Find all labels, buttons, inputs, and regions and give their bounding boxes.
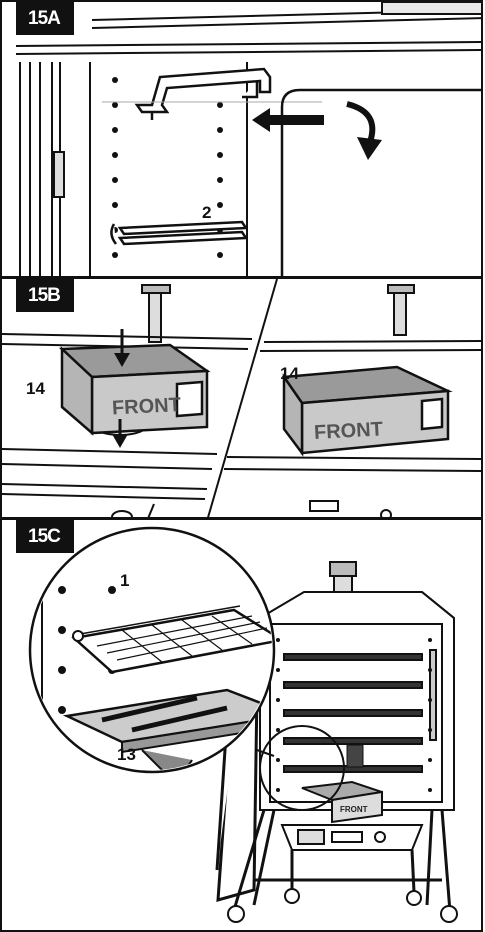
panel-label-15c: 15C <box>16 520 74 553</box>
left-scene <box>2 284 253 517</box>
split-divider <box>207 279 278 517</box>
insert-arrow <box>252 108 324 132</box>
detail-leader <box>256 749 275 757</box>
panel-15b: 15B FRONT <box>0 277 483 519</box>
panel-15c: 15C FRONT <box>0 518 483 932</box>
rotate-arrow-head <box>357 137 382 160</box>
side-wall <box>280 88 481 276</box>
front-box-left <box>58 343 211 436</box>
callout-14-right: 14 <box>280 364 299 383</box>
front-label-smoker: FRONT <box>340 805 368 814</box>
front-box-smoker <box>301 780 383 824</box>
callout-14-left: 14 <box>26 379 45 398</box>
front-label-right: FRONT <box>313 418 383 444</box>
fire-pot <box>346 744 364 768</box>
interior-holes <box>276 638 432 792</box>
front-box-right <box>281 365 453 457</box>
door-frame <box>19 62 91 276</box>
down-arrows <box>112 329 130 448</box>
right-scene <box>223 284 481 517</box>
callout-1: 1 <box>120 571 129 590</box>
rotate-arrow <box>346 101 376 143</box>
legs <box>232 809 452 913</box>
callout-2: 2 <box>202 203 211 222</box>
panel-label-15b: 15B <box>16 279 74 312</box>
panel-15a: 15A <box>0 0 483 278</box>
interior-shelves <box>283 653 423 773</box>
panel-15a-illustration: 2 <box>15 2 481 276</box>
smoker-body <box>259 561 455 811</box>
rack-bracket <box>134 67 272 120</box>
detail-target-circle <box>259 725 345 811</box>
rack-rail <box>110 220 249 246</box>
top-frame-lines <box>15 2 481 55</box>
control-panel <box>280 824 424 851</box>
detail-contents <box>41 550 272 770</box>
front-label-left: FRONT <box>111 394 181 420</box>
wheels <box>227 888 458 923</box>
panel-label-15a: 15A <box>16 2 74 35</box>
callout-13: 13 <box>117 745 136 764</box>
panel-15c-illustration: FRONT <box>28 526 458 923</box>
panel-15b-illustration: FRONT 14 FRONT 14 <box>2 279 481 517</box>
